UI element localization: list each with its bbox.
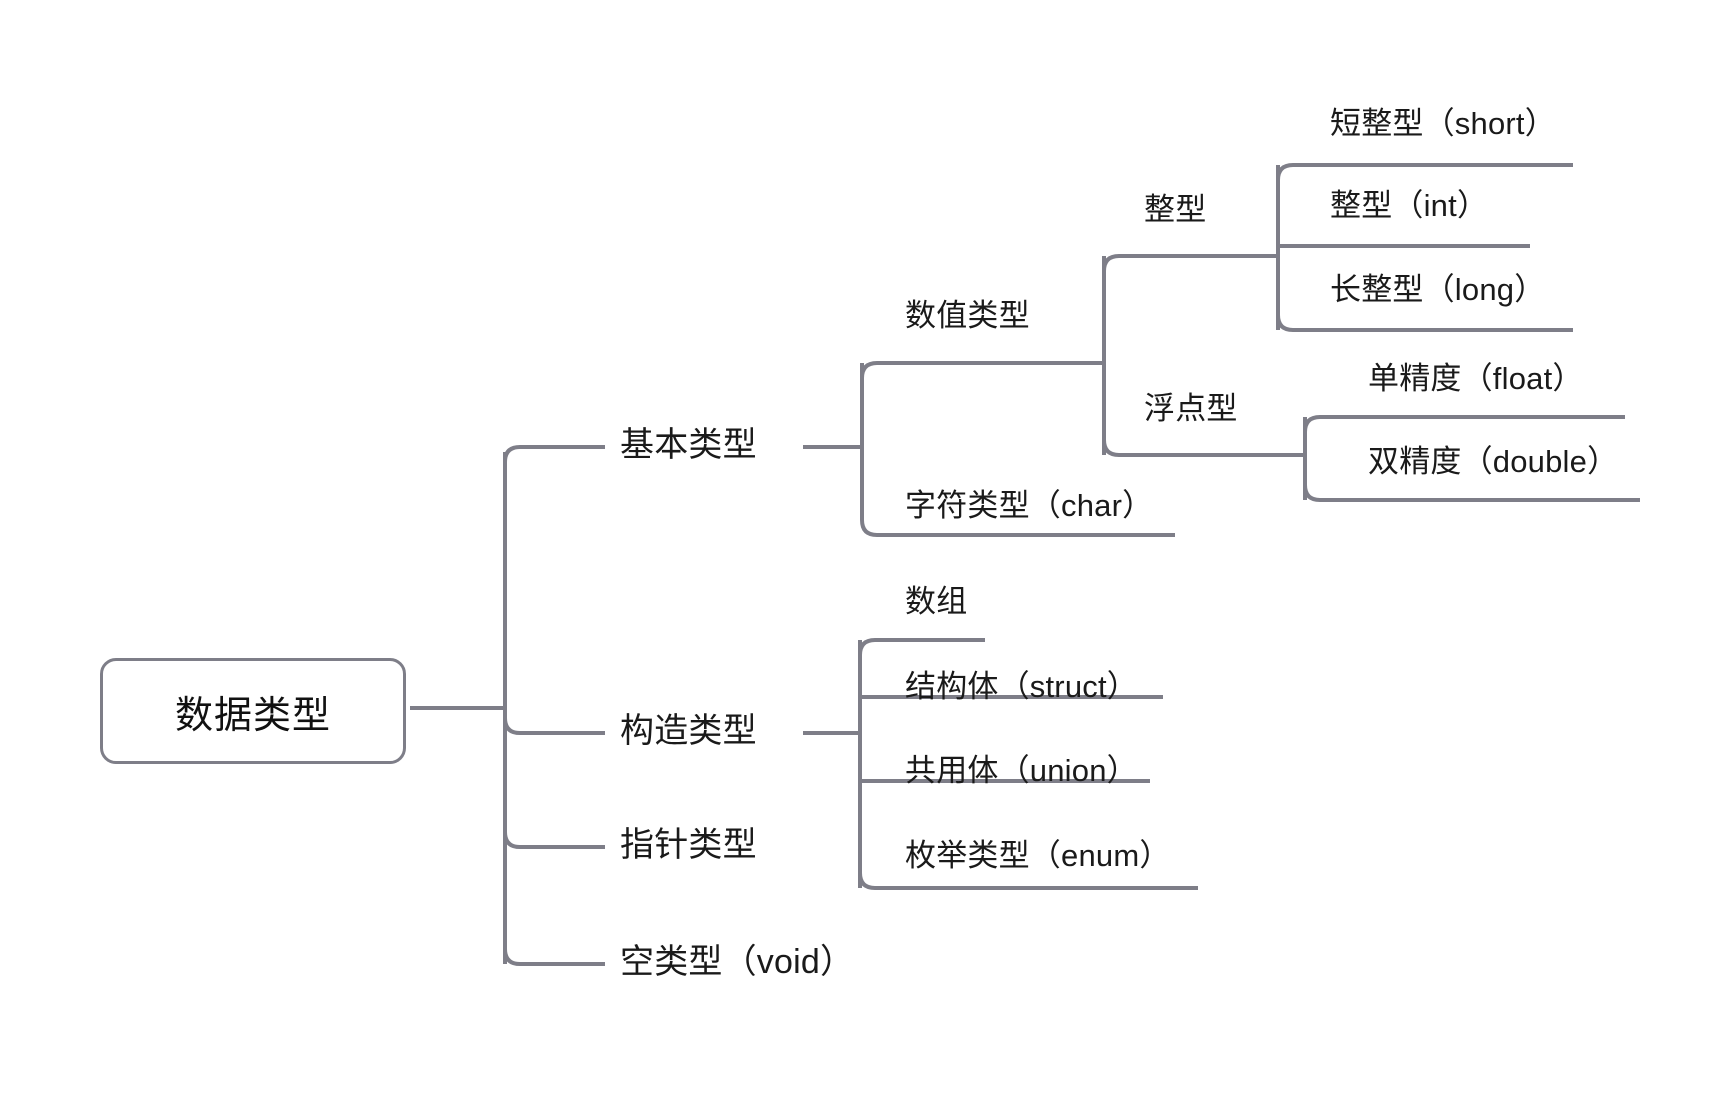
root-node-label: 数据类型 — [174, 694, 331, 737]
node-struct[interactable]: 结构体（struct） — [905, 669, 1138, 704]
node-float-type[interactable]: 浮点型 — [1144, 391, 1238, 426]
link-to-short-int — [1276, 163, 1573, 181]
link-to-numeric-type — [860, 361, 1104, 379]
node-basic-type[interactable]: 基本类型 — [620, 426, 757, 464]
node-char-type[interactable]: 字符类型（char） — [905, 488, 1154, 523]
node-integer-type[interactable]: 整型 — [1144, 192, 1207, 227]
node-union[interactable]: 共用体（union） — [905, 753, 1138, 788]
node-void-type[interactable]: 空类型（void） — [620, 943, 855, 981]
node-enum[interactable]: 枚举类型（enum） — [905, 838, 1171, 873]
link-to-pointer-type — [503, 831, 605, 849]
node-construct-type[interactable]: 构造类型 — [620, 712, 757, 750]
link-to-construct-type — [503, 717, 605, 735]
link-to-void-type — [503, 948, 605, 966]
link-to-double-precision — [1303, 484, 1640, 502]
node-numeric-type[interactable]: 数值类型 — [905, 298, 1030, 333]
link-to-enum — [858, 872, 1198, 890]
link-to-array — [858, 638, 985, 656]
node-int[interactable]: 整型（int） — [1330, 188, 1489, 223]
link-to-integer-type — [1102, 254, 1278, 272]
link-to-single-precision — [1303, 415, 1625, 433]
node-short-int[interactable]: 短整型（short） — [1330, 106, 1556, 141]
node-long-int[interactable]: 长整型（long） — [1330, 272, 1546, 307]
root-node[interactable]: 数据类型 — [100, 658, 406, 764]
node-array[interactable]: 数组 — [905, 584, 968, 619]
node-double-precision[interactable]: 双精度（double） — [1368, 444, 1619, 479]
node-pointer-type[interactable]: 指针类型 — [620, 826, 757, 864]
node-single-precision[interactable]: 单精度（float） — [1368, 361, 1584, 396]
link-to-float-type — [1102, 439, 1305, 457]
link-to-basic-type — [503, 445, 605, 470]
link-to-long-int — [1276, 314, 1573, 332]
